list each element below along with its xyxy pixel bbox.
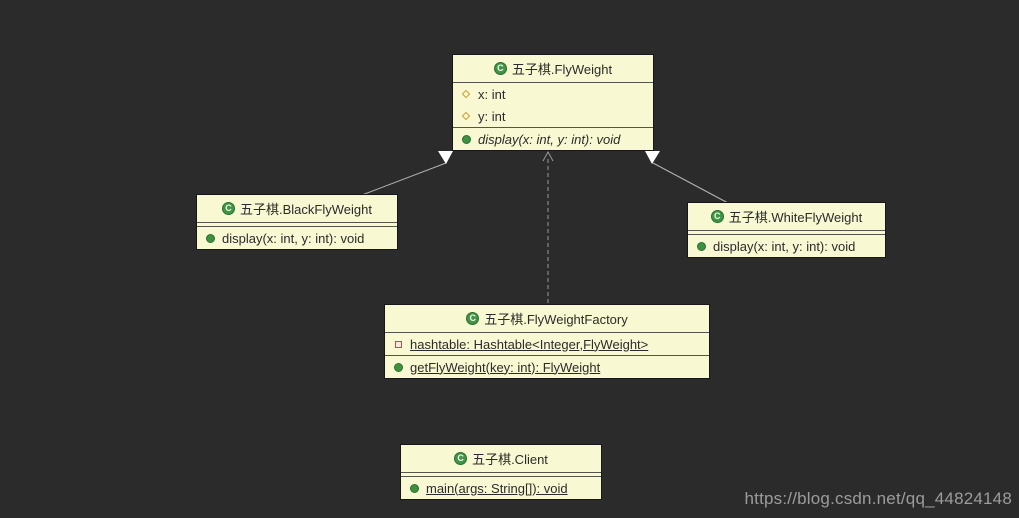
method-label: display(x: int, y: int): void — [222, 230, 365, 246]
field-row[interactable]: y: int — [453, 105, 653, 127]
public-method-icon — [409, 483, 419, 493]
class-title-label: 五子棋.FlyWeight — [511, 62, 613, 77]
class-title: C 五子棋.FlyWeight — [453, 55, 653, 83]
public-method-icon — [205, 233, 215, 243]
field-row[interactable]: x: int — [453, 83, 653, 105]
methods-compartment: display(x: int, y: int): void — [453, 127, 653, 150]
method-row[interactable]: getFlyWeight(key: int): FlyWeight — [385, 356, 709, 378]
method-label: main(args: String[]): void — [426, 480, 568, 496]
field-label: y: int — [478, 108, 506, 124]
class-title: C 五子棋.Client — [401, 445, 601, 473]
private-field-icon — [394, 340, 402, 348]
dependency-arrow-factory-to-flyweight — [542, 150, 554, 303]
inheritance-arrow-black-to-flyweight — [361, 151, 453, 196]
field-label: x: int — [478, 86, 506, 102]
public-method-icon — [393, 362, 403, 372]
methods-compartment: main(args: String[]): void — [401, 476, 601, 499]
class-node-white-flyweight[interactable]: C 五子棋.WhiteFlyWeight display(x: int, y: … — [687, 202, 886, 258]
method-row[interactable]: main(args: String[]): void — [401, 477, 601, 499]
class-node-flyweight[interactable]: C 五子棋.FlyWeight x: int y: int display(x:… — [452, 54, 654, 151]
field-row[interactable]: hashtable: Hashtable<Integer,FlyWeight> — [385, 333, 709, 355]
fields-compartment: x: int y: int — [453, 83, 653, 127]
class-node-client[interactable]: C 五子棋.Client main(args: String[]): void — [400, 444, 602, 500]
class-icon: C — [222, 202, 236, 215]
protected-field-icon — [461, 89, 471, 99]
method-row[interactable]: display(x: int, y: int): void — [197, 227, 397, 249]
inheritance-arrow-white-to-flyweight — [645, 151, 729, 204]
public-method-icon — [696, 241, 706, 251]
methods-compartment: display(x: int, y: int): void — [197, 226, 397, 249]
class-title-label: 五子棋.Client — [472, 452, 548, 467]
class-title-label: 五子棋.WhiteFlyWeight — [728, 210, 863, 225]
class-title-label: 五子棋.BlackFlyWeight — [240, 202, 372, 217]
class-icon: C — [493, 62, 507, 75]
method-label: display(x: int, y: int): void — [478, 131, 621, 147]
method-label: display(x: int, y: int): void — [713, 238, 856, 254]
protected-field-icon — [461, 111, 471, 121]
method-row[interactable]: display(x: int, y: int): void — [688, 235, 885, 257]
methods-compartment: getFlyWeight(key: int): FlyWeight — [385, 355, 709, 378]
field-label: hashtable: Hashtable<Integer,FlyWeight> — [410, 336, 649, 352]
class-node-flyweight-factory[interactable]: C 五子棋.FlyWeightFactory hashtable: Hashta… — [384, 304, 710, 379]
class-icon: C — [454, 452, 468, 465]
methods-compartment: display(x: int, y: int): void — [688, 234, 885, 257]
method-row[interactable]: display(x: int, y: int): void — [453, 128, 653, 150]
public-method-icon — [461, 134, 471, 144]
class-icon: C — [466, 312, 480, 325]
class-title: C 五子棋.BlackFlyWeight — [197, 195, 397, 223]
watermark: https://blog.csdn.net/qq_44824148 — [744, 489, 1012, 508]
fields-compartment: hashtable: Hashtable<Integer,FlyWeight> — [385, 333, 709, 355]
class-title: C 五子棋.WhiteFlyWeight — [688, 203, 885, 231]
class-title-label: 五子棋.FlyWeightFactory — [484, 312, 628, 327]
class-icon: C — [710, 210, 724, 223]
class-title: C 五子棋.FlyWeightFactory — [385, 305, 709, 333]
method-label: getFlyWeight(key: int): FlyWeight — [410, 359, 601, 375]
class-node-black-flyweight[interactable]: C 五子棋.BlackFlyWeight display(x: int, y: … — [196, 194, 398, 250]
